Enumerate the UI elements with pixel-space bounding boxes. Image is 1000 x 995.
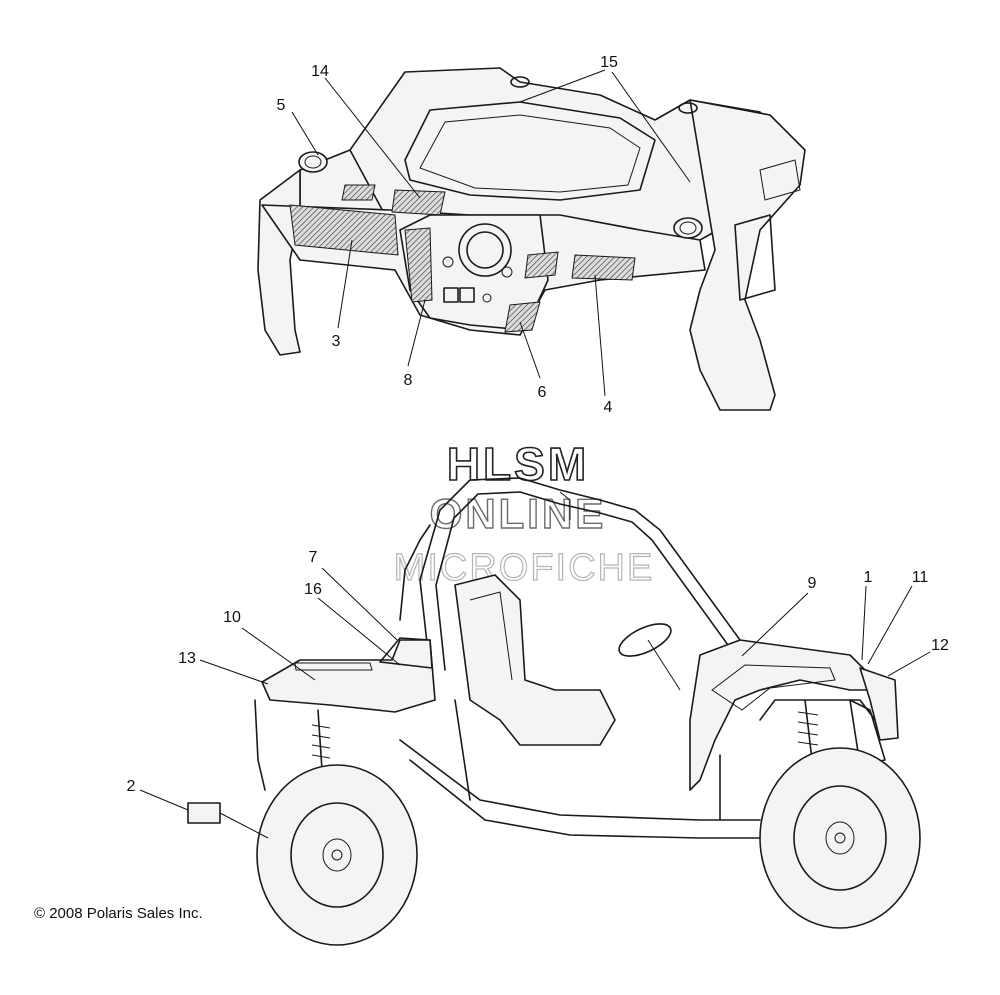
callout-16: 16: [304, 581, 322, 598]
callout-9: 9: [808, 575, 817, 592]
callout-12: 12: [931, 637, 949, 654]
callout-11: 11: [912, 569, 929, 586]
callout-13: 13: [178, 650, 196, 667]
callout-labels: 1 2 3 4 5 6 7 8 9 10 11 12 13 14 15 16: [127, 54, 949, 795]
watermark-line2: ONLINE: [430, 490, 607, 537]
callout-6: 6: [538, 384, 547, 401]
callout-15: 15: [600, 54, 618, 71]
vehicle-side-view: [187, 477, 921, 946]
callout-1: 1: [864, 569, 873, 586]
callout-8: 8: [404, 372, 413, 389]
callout-4: 4: [604, 399, 613, 416]
callout-leaders-top: [291, 69, 691, 397]
callout-5: 5: [277, 97, 286, 114]
callout-2: 2: [127, 778, 136, 795]
watermark-line1: HLSM: [447, 438, 589, 490]
dashboard-hood-assembly: [257, 67, 806, 411]
watermark-line3: MICROFICHE: [394, 547, 655, 589]
callout-leaders-bottom: [139, 567, 931, 839]
callout-14: 14: [311, 63, 329, 80]
decal-2-shape: [187, 802, 221, 824]
watermark: HLSM ONLINE MICROFICHE: [393, 437, 655, 589]
callout-3: 3: [332, 333, 341, 350]
copyright-notice: © 2008 Polaris Sales Inc.: [34, 905, 203, 922]
callout-7: 7: [309, 549, 318, 566]
callout-10: 10: [223, 609, 241, 626]
